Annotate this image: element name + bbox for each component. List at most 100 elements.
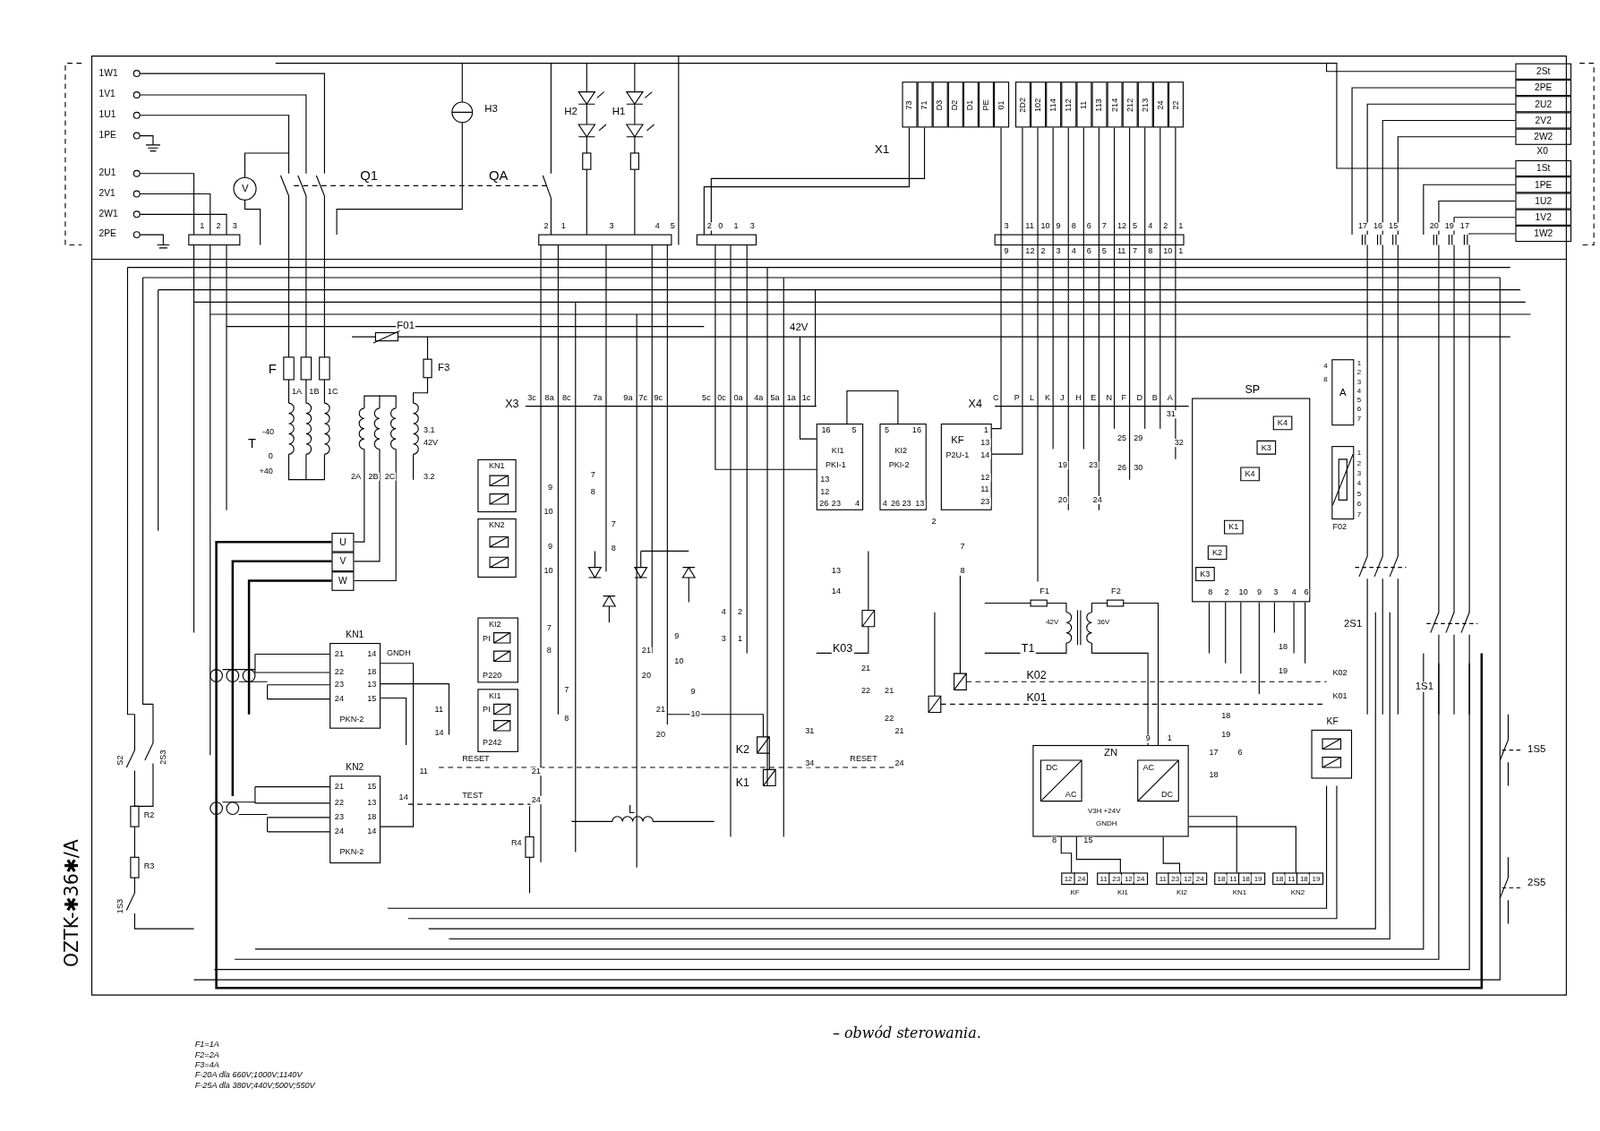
pin-label: 7 bbox=[1356, 414, 1363, 422]
pin-label: 3 bbox=[1356, 469, 1363, 477]
relay-label: K01 bbox=[1331, 692, 1349, 701]
protection-module-text: K4 bbox=[1276, 419, 1289, 428]
relay-module: KN12122232414181315PKN-2 bbox=[329, 642, 381, 729]
contact-number: 2 bbox=[736, 607, 744, 617]
protection-module-text: 9 bbox=[1256, 589, 1263, 598]
wire-number: 2 bbox=[1039, 247, 1046, 256]
terminal-cell-text: D2 bbox=[951, 98, 960, 112]
varistor-symbol bbox=[1332, 453, 1353, 505]
terminal-cell: 71 bbox=[917, 81, 933, 128]
device-label: R2 bbox=[143, 811, 156, 820]
wire-number: 4 bbox=[1146, 222, 1154, 231]
relay-module-text: 14 bbox=[366, 650, 377, 659]
terminal-box: 2PE bbox=[1514, 79, 1572, 96]
wire-number: 8 bbox=[1070, 222, 1078, 231]
pin-label: 5 bbox=[1356, 395, 1363, 403]
wire-connection bbox=[1076, 837, 1121, 873]
pin-label: A bbox=[1166, 393, 1174, 403]
pin-strip: 18111819KN2 bbox=[1272, 872, 1324, 885]
pin-label: E bbox=[1089, 393, 1097, 403]
wire-number: 17 bbox=[1459, 222, 1471, 231]
fuse-label: 1A bbox=[290, 387, 303, 396]
coil-box: KI1PIP242 bbox=[477, 688, 519, 753]
terminal-cell: D3 bbox=[932, 81, 949, 128]
pin-label: 4 bbox=[1356, 386, 1363, 394]
inductor-symbol bbox=[571, 816, 715, 822]
coil-box-text: KN1 bbox=[487, 462, 506, 471]
connector-strip bbox=[696, 234, 756, 245]
contact-number: 10 bbox=[542, 508, 554, 517]
wire-number: 7 bbox=[1131, 247, 1138, 256]
contact-number: 1 bbox=[1166, 735, 1173, 744]
connector-strip bbox=[539, 234, 672, 245]
contact-number: 18 bbox=[1277, 642, 1289, 651]
device-label: T1 bbox=[1020, 642, 1036, 655]
schematic-part bbox=[65, 56, 1594, 995]
pin-strip-text: 18 bbox=[1240, 874, 1251, 882]
contact-number: 29 bbox=[1132, 434, 1144, 443]
contact-number: 21 bbox=[530, 767, 542, 776]
terminal-box: 2St bbox=[1514, 63, 1572, 80]
relay-module-text: 15 bbox=[366, 782, 377, 791]
phase-terminal: U bbox=[331, 532, 354, 553]
protection-module-text: K2 bbox=[1211, 548, 1224, 557]
contact-number: 3 bbox=[720, 634, 728, 643]
supply-wire bbox=[139, 73, 325, 403]
relay-module-text: 13 bbox=[366, 798, 377, 807]
power-supply: ZNDCACACDCV3H +24VGNDH bbox=[1032, 744, 1189, 838]
wire-connection bbox=[1189, 826, 1297, 873]
power-wire bbox=[216, 541, 1482, 988]
device-label: H1 bbox=[611, 106, 627, 117]
relay-module-text: 26 bbox=[818, 499, 830, 508]
current-transformer bbox=[242, 669, 256, 683]
terminal-dot bbox=[133, 170, 140, 177]
contact-number: 22 bbox=[860, 686, 872, 695]
fuse-symbol bbox=[423, 359, 432, 378]
device-label: R3 bbox=[143, 862, 156, 871]
contact-number: 19 bbox=[1220, 730, 1232, 739]
contact-number: 21 bbox=[860, 664, 872, 673]
contact-number: 8 bbox=[610, 545, 617, 554]
relay-module-text: 15 bbox=[366, 694, 377, 703]
contact-number: 21 bbox=[655, 706, 667, 715]
device-label: T bbox=[247, 436, 257, 451]
terminal-box-text: 2W2 bbox=[1532, 132, 1554, 142]
device-label: H2 bbox=[563, 106, 579, 117]
pin-strip-text: 18 bbox=[1299, 874, 1310, 882]
terminal-cell: 11 bbox=[1076, 81, 1092, 128]
pin-label: 3c bbox=[526, 393, 538, 403]
wire-number: 17 bbox=[1357, 222, 1369, 231]
relay-module-text: 24 bbox=[333, 827, 345, 836]
contact-number: 10 bbox=[542, 567, 554, 576]
contact-number: 14 bbox=[433, 728, 445, 737]
wire-connection bbox=[847, 390, 899, 423]
wire-number: 4 bbox=[654, 222, 661, 231]
wire-number: 3 bbox=[231, 222, 239, 231]
relay-module-text: 23 bbox=[830, 499, 842, 508]
relay-symbol bbox=[1196, 416, 1306, 694]
coil-symbol bbox=[489, 475, 1341, 768]
terminal-cell-text: 112 bbox=[1064, 96, 1073, 112]
signal-label: RESET bbox=[848, 754, 879, 763]
pin-strip-text: 11 bbox=[1158, 874, 1169, 882]
connector-label: X4 bbox=[966, 397, 984, 410]
pin-label: 2 bbox=[1356, 367, 1363, 376]
wire-number: 5 bbox=[1131, 222, 1138, 231]
terminal-label: 2V1 bbox=[97, 188, 117, 198]
wire-number: 1 bbox=[732, 222, 739, 231]
pin-strip-text: 12 bbox=[1182, 874, 1193, 882]
switch-label: 1S3 bbox=[116, 898, 125, 916]
contact-number: 9 bbox=[547, 542, 554, 551]
fuse-symbol bbox=[300, 357, 311, 380]
terminal-cell-text: PE bbox=[982, 98, 991, 112]
contact-number: 14 bbox=[397, 794, 409, 803]
strip-divider bbox=[1074, 872, 1310, 885]
contact-number: 19 bbox=[1277, 667, 1289, 676]
terminal-box: 1PE bbox=[1514, 176, 1572, 193]
relay-module: KFP2U-111314121123 bbox=[941, 423, 993, 511]
connector-strip bbox=[1361, 234, 1467, 245]
terminal-wire bbox=[1351, 87, 1515, 235]
pin-label: 1 bbox=[1356, 448, 1363, 456]
phase-terminal: V bbox=[331, 552, 354, 573]
pin-label: B bbox=[1151, 393, 1159, 403]
